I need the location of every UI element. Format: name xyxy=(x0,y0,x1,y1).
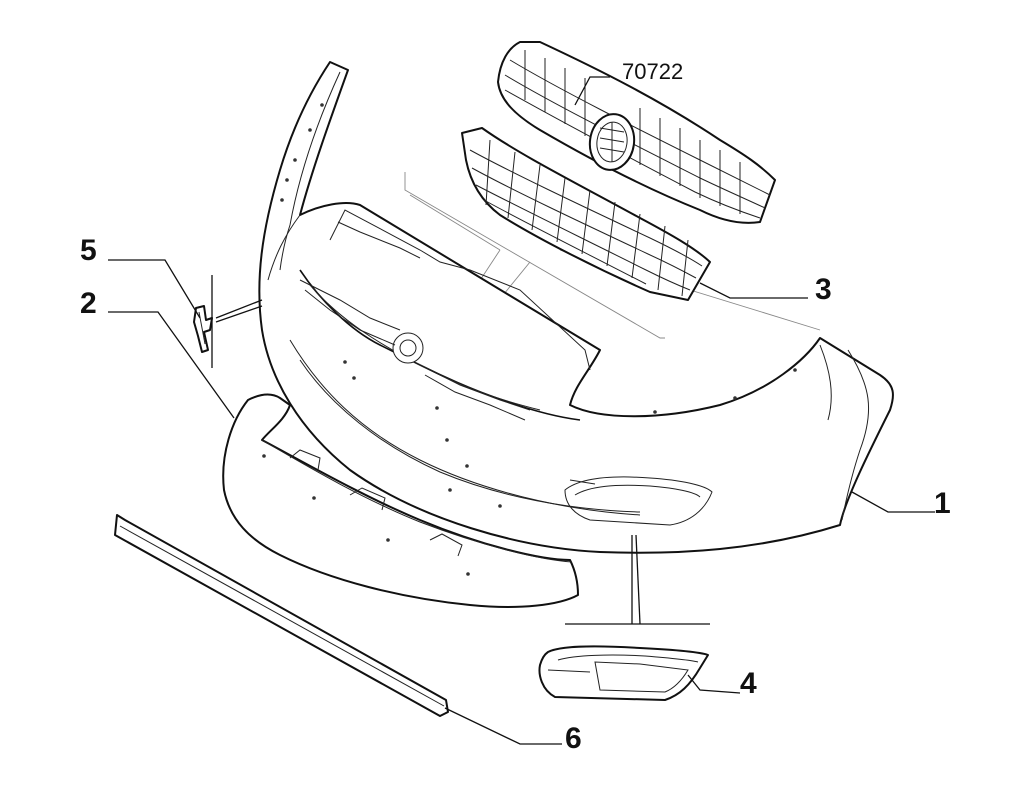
callout-5-label: 5 xyxy=(80,234,97,267)
leader-lines xyxy=(108,76,935,745)
callout-3-label: 3 xyxy=(815,273,832,306)
trim-strip-icon xyxy=(114,514,449,717)
callout-6-label: 6 xyxy=(565,722,582,755)
lower-spoiler-icon xyxy=(222,393,579,608)
callout-2-label: 2 xyxy=(80,287,97,320)
lower-grille-icon xyxy=(461,127,711,301)
bumper-cover-icon xyxy=(258,61,894,554)
upper-grille-icon xyxy=(497,41,776,224)
callout-4-label: 4 xyxy=(740,667,757,700)
callout-1-label: 1 xyxy=(934,487,951,520)
fog-lamp-bezel-icon xyxy=(538,645,709,701)
reference-number-label: 70722 xyxy=(622,59,683,84)
